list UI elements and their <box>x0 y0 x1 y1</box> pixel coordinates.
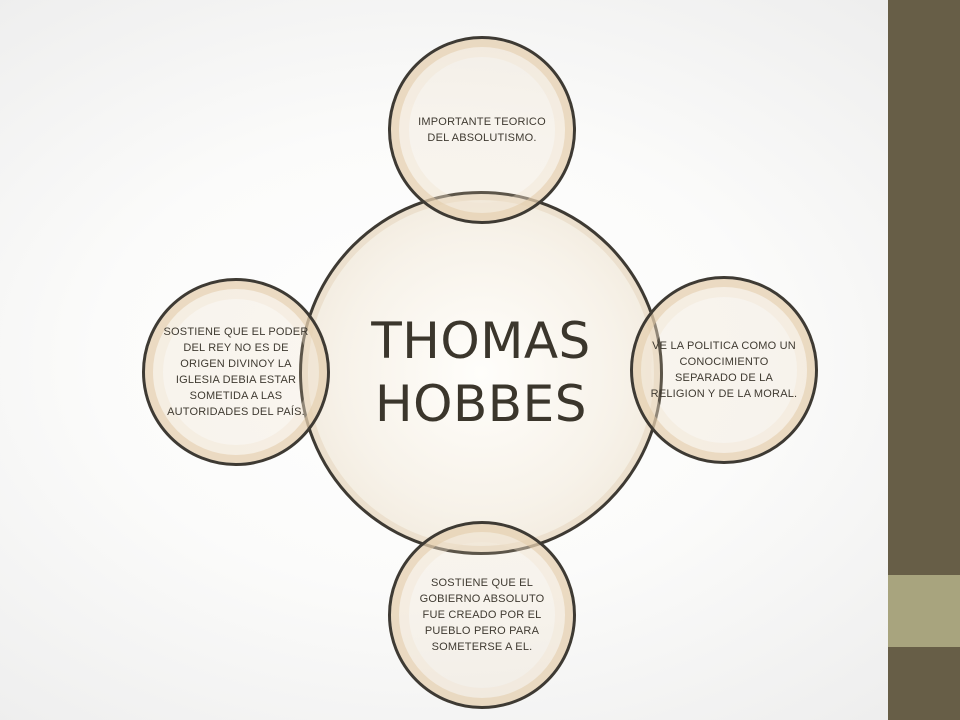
satellite-circle-left: SOSTIENE QUE EL PODER DEL REY NO ES DE O… <box>142 278 330 466</box>
satellite-circle-top: IMPORTANTE TEORICO DEL ABSOLUTISMO. <box>388 36 576 224</box>
satellite-text-bottom: SOSTIENE QUE EL GOBIERNO ABSOLUTO FUE CR… <box>419 577 545 653</box>
center-title-line2: HOBBES <box>375 375 587 433</box>
satellite-circle-bottom: SOSTIENE QUE EL GOBIERNO ABSOLUTO FUE CR… <box>388 521 576 709</box>
center-title: THOMAS HOBBES <box>341 310 621 436</box>
center-title-line1: THOMAS <box>371 312 591 370</box>
sidebar-accent-block <box>888 575 960 647</box>
satellite-circle-right: VE LA POLITICA COMO UN CONOCIMIENTO SEPA… <box>630 276 818 464</box>
satellite-text-left: SOSTIENE QUE EL PODER DEL REY NO ES DE O… <box>163 326 309 418</box>
satellite-text-top: IMPORTANTE TEORICO DEL ABSOLUTISMO. <box>418 116 546 144</box>
satellite-text-right: VE LA POLITICA COMO UN CONOCIMIENTO SEPA… <box>650 340 798 400</box>
center-circle: THOMAS HOBBES <box>299 191 663 555</box>
